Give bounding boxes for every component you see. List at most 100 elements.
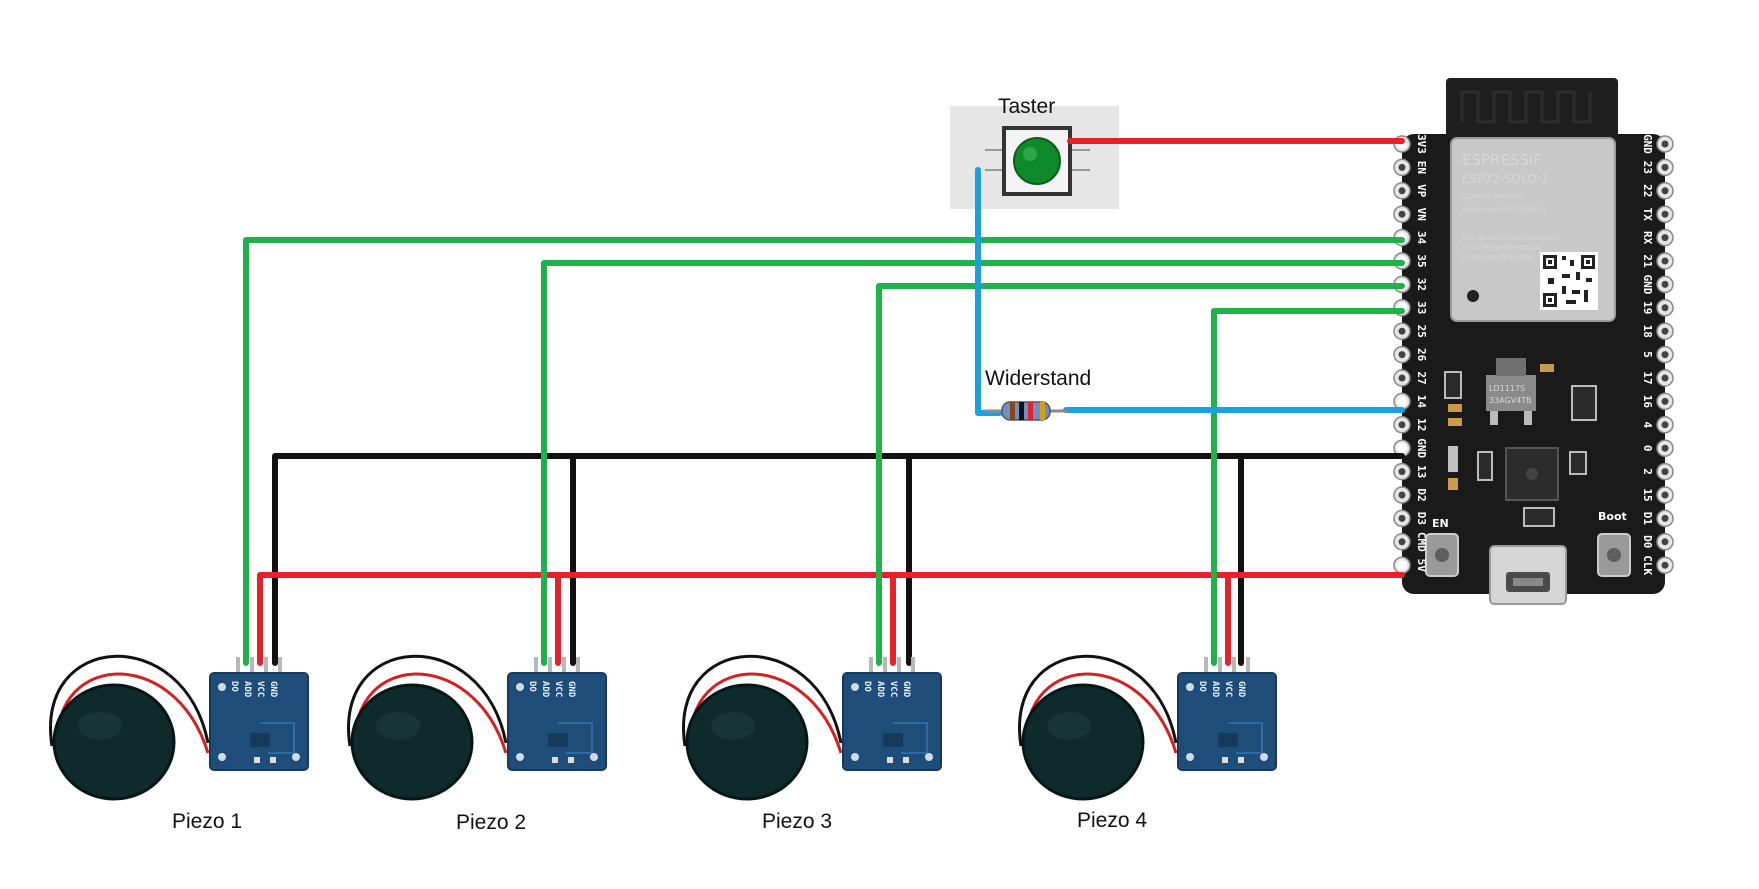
esp32-left-pin-label: 34 <box>1415 231 1428 245</box>
esp32-right-pin-label: GND <box>1641 274 1654 294</box>
esp32-right-pin-label: 22 <box>1641 184 1654 197</box>
esp32-left-pin-label: 27 <box>1415 371 1428 384</box>
sensor-module-pcb <box>1177 672 1277 771</box>
ldo-text-2: 33AGV4TB <box>1489 396 1532 405</box>
esp32-left-pin-label: 14 <box>1415 395 1428 409</box>
module-text-3: FCC ID:2AC7Z-ESP32SOLO1 <box>1462 234 1559 242</box>
push-button-cap <box>1013 137 1061 185</box>
power-wires <box>257 138 1405 666</box>
button-wire-to-resistor <box>975 167 1003 416</box>
esp32-left-pin-label: 33 <box>1415 301 1428 314</box>
sensor-pin-label: VCC <box>553 681 563 697</box>
esp32-right-pin-label: 21 <box>1641 254 1654 268</box>
wires <box>243 138 1405 666</box>
ground-wires <box>272 453 1405 666</box>
esp32-right-pin-label: 16 <box>1641 395 1654 409</box>
piezo-disc <box>52 683 176 801</box>
esp32-right-pin-label: 19 <box>1641 301 1654 314</box>
esp32-left-pin-label: 32 <box>1415 278 1428 291</box>
esp32-left-pin-label: 35 <box>1415 254 1428 267</box>
piezo-disc <box>685 683 809 801</box>
signal-wire-piezo-1-gpio34 <box>243 237 1405 666</box>
module-brand: ESPRESSIF <box>1462 151 1542 169</box>
ldo-text-1: LD1117S <box>1489 384 1525 393</box>
esp32-left-pin-label: 26 <box>1415 348 1428 362</box>
esp32-right-pin-label: 23 <box>1641 161 1654 174</box>
sensor-pin-label: GND <box>1236 681 1246 698</box>
esp32-left-pin-label: 25 <box>1415 325 1428 338</box>
piezo-3-label: Piezo 3 <box>762 810 832 833</box>
module-text-1: CCAP18LP0045T1 <box>1462 193 1524 201</box>
sensor-module-pcb <box>209 672 309 771</box>
sensor-pin-label: GND <box>268 681 278 698</box>
esp32-right-pin-label: RX <box>1641 231 1654 245</box>
sensor-pin-label: VCC <box>1223 681 1233 697</box>
sensor-pin-label: ADD <box>875 681 885 698</box>
piezo-1-label: Piezo 1 <box>172 810 242 833</box>
esp32-right-pin-label: 4 <box>1641 421 1654 428</box>
esp32-right-pin-label: 0 <box>1641 445 1654 452</box>
esp32-left-pin-label: VP <box>1415 184 1428 198</box>
esp32-left-pin-label: VN <box>1415 208 1428 221</box>
esp32-left-pin-label: 3V3 <box>1415 134 1428 154</box>
esp32-left-pin-label: EN <box>1415 161 1428 174</box>
module-text-2: R-C06-mbl-ESP32SOLO1 <box>1462 206 1547 214</box>
resistor: Widerstand <box>985 367 1091 421</box>
signal-wire-piezo-2-gpio35 <box>541 260 1405 666</box>
module-pin1-marker <box>1467 290 1479 302</box>
qr-code <box>1540 252 1598 310</box>
esp32-left-pin-label: GND <box>1415 438 1428 458</box>
sensor-pin-label: GND <box>901 681 911 698</box>
esp32-left-pin-label: D3 <box>1415 512 1428 525</box>
ground-bus <box>272 453 1405 666</box>
piezo-disc <box>1021 683 1145 801</box>
esp32-left-pin-label: D2 <box>1415 488 1428 501</box>
sensor-pin-label: DO <box>862 681 872 692</box>
module-text-5: ESP32-SOLO1P1904 <box>1462 254 1533 262</box>
esp32-right-pin-label: 15 <box>1641 488 1654 501</box>
piezo-4-label: Piezo 4 <box>1077 809 1147 832</box>
resistor-label: Widerstand <box>985 367 1091 390</box>
ldo-regulator: LD1117S 33AGV4TB <box>1486 358 1536 425</box>
sensor-module-pcb <box>507 672 607 771</box>
esp32-right-pin-label: D0 <box>1641 535 1654 548</box>
sensor-pin-label: DO <box>229 681 239 692</box>
sensor-pin-label: GND <box>566 681 576 698</box>
esp32-right-pin-label: TX <box>1641 208 1654 222</box>
signal-wire-piezo-3-gpio32 <box>876 283 1405 666</box>
esp32-right-pin-label: 2 <box>1641 468 1654 475</box>
sensor-pin-label: DO <box>527 681 537 692</box>
esp32-right-pin-label: CLK <box>1641 555 1654 575</box>
button-label: Taster <box>998 95 1055 118</box>
esp32-left-pin-label: 5V <box>1415 559 1428 573</box>
esp32-left-pin-label: CMD <box>1415 532 1428 552</box>
esp32-left-pin-label: 13 <box>1415 465 1428 478</box>
esp32-board: ESPRESSIF ESP32-SOLO-1 CCAP18LP0045T1 R-… <box>1393 78 1674 605</box>
sensor-module-pcb <box>842 672 942 771</box>
esp32-right-pin-label: GND <box>1641 134 1654 154</box>
en-button: EN <box>1425 517 1459 577</box>
esp32-antenna <box>1446 78 1618 138</box>
esp32-left-pin-label: 12 <box>1415 418 1428 431</box>
micro-usb-port <box>1489 545 1567 605</box>
piezo-disc <box>350 683 474 801</box>
esp32-right-pin-label: 5 <box>1641 351 1654 358</box>
esp32-right-pin-label: D1 <box>1641 512 1654 526</box>
sensor-pin-label: VCC <box>255 681 265 697</box>
usb-uart-chip <box>1505 447 1559 501</box>
esp32-right-pin-label: 18 <box>1641 325 1654 338</box>
boot-button-label: Boot <box>1598 510 1627 523</box>
module-model: ESP32-SOLO-1 <box>1462 172 1549 186</box>
esp32-right-pin-label: 17 <box>1641 371 1654 384</box>
sensor-pin-label: DO <box>1197 681 1207 692</box>
sensor-pin-label: ADD <box>242 681 252 698</box>
button-wires <box>975 167 1405 416</box>
